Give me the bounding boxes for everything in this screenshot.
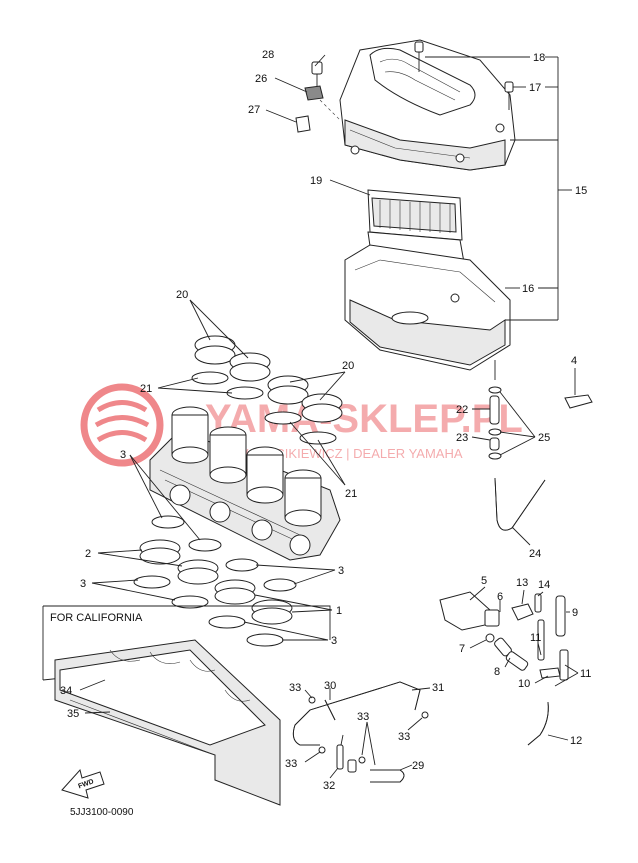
callout-35: 35 (67, 708, 79, 720)
callout-22: 22 (456, 404, 468, 416)
inset-title: FOR CALIFORNIA (50, 612, 143, 624)
callout-20-right: 20 (342, 360, 354, 372)
valve-assembly (439, 591, 569, 746)
drawing-code: 5JJ3100-0090 (70, 807, 134, 818)
callout-28: 28 (262, 49, 274, 61)
callout-19: 19 (310, 175, 322, 187)
callout-23: 23 (456, 432, 468, 444)
callout-18: 18 (533, 52, 545, 64)
callout-25: 25 (538, 432, 550, 444)
callout-5: 5 (481, 575, 487, 587)
callout-21-right: 21 (345, 488, 357, 500)
callout-3-mid: 3 (338, 565, 344, 577)
callout-29: 29 (412, 760, 424, 772)
callout-33-b: 33 (357, 711, 369, 723)
california-inset: FOR CALIFORNIA (42, 605, 429, 806)
watermark-title: YAMA-SKLEP.PL (205, 397, 523, 441)
watermark-logo-ring (80, 383, 164, 467)
callout-10: 10 (518, 678, 530, 690)
callout-12: 12 (570, 735, 582, 747)
callout-3-left: 3 (80, 578, 86, 590)
callout-17: 17 (529, 82, 541, 94)
callout-26: 26 (255, 73, 267, 85)
callout-labels: 28 26 27 18 17 15 19 16 20 20 21 21 3 2 … (60, 49, 591, 792)
callout-9: 9 (572, 607, 578, 619)
callout-14: 14 (538, 579, 550, 591)
leader-lines (79, 54, 579, 779)
breather-parts (488, 386, 593, 531)
callout-20-top: 20 (176, 289, 188, 301)
intake-funnels (191, 335, 343, 445)
callout-1: 1 (336, 605, 342, 617)
carb-joints (133, 515, 297, 647)
callout-15: 15 (575, 185, 587, 197)
callout-7: 7 (459, 643, 465, 655)
callout-34: 34 (60, 685, 72, 697)
callout-21-left: 21 (140, 383, 152, 395)
callout-3-low: 3 (331, 635, 337, 647)
airbox-cover (339, 39, 516, 171)
funnel-clamps (191, 371, 337, 445)
callout-2: 2 (85, 548, 91, 560)
callout-31: 31 (432, 682, 444, 694)
callout-24: 24 (529, 548, 541, 560)
callout-33-d: 33 (285, 758, 297, 770)
callout-33-c: 33 (398, 731, 410, 743)
callout-13: 13 (516, 577, 528, 589)
callout-4: 4 (571, 355, 577, 367)
callout-3-top: 3 (120, 449, 126, 461)
callout-33-a: 33 (289, 682, 301, 694)
cover-fasteners (295, 61, 341, 133)
callout-16: 16 (522, 283, 534, 295)
carburetor-bank (149, 406, 341, 561)
callout-30: 30 (324, 680, 336, 692)
airbox-case (344, 244, 511, 380)
callout-27: 27 (248, 104, 260, 116)
callout-11-upper: 11 (530, 632, 541, 644)
callout-6: 6 (497, 591, 503, 603)
callout-32: 32 (323, 780, 335, 792)
fwd-arrow-icon: FWD (61, 768, 105, 799)
callout-11-lower: 11 (580, 668, 591, 680)
watermark-logo-mark (94, 400, 150, 443)
callout-8: 8 (494, 666, 500, 678)
